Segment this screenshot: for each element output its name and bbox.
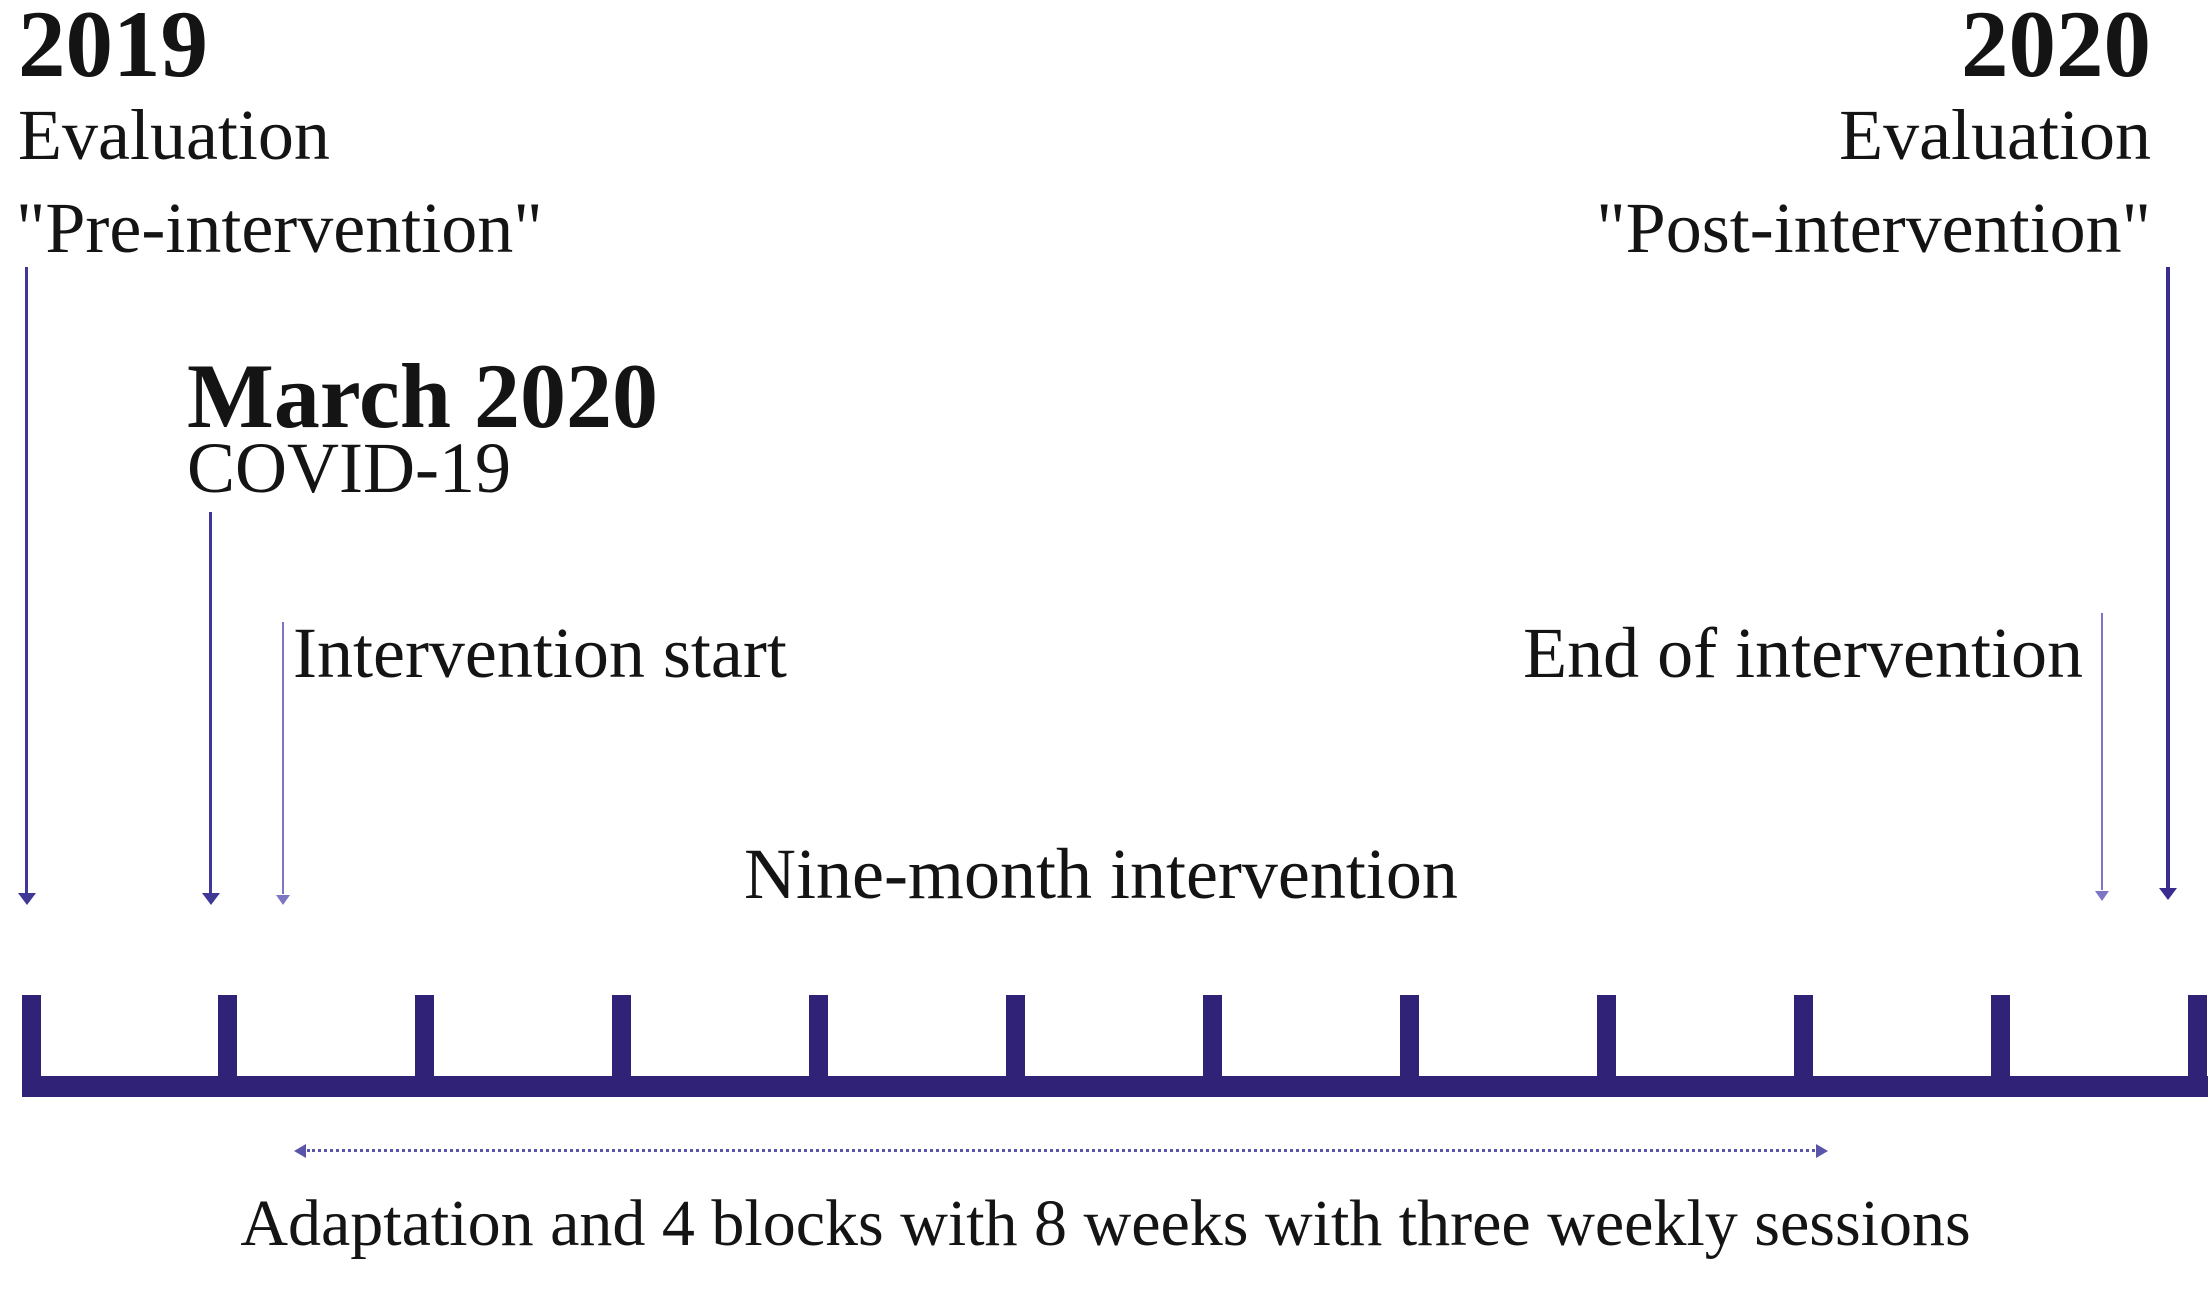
nine-month-intervention-label: Nine-month intervention: [744, 834, 1458, 914]
timeline-tick: [1006, 995, 1026, 1077]
covid-19-label: COVID-19: [187, 428, 511, 508]
pre-evaluation-label: Evaluation: [18, 95, 330, 175]
intervention-start-arrow: [282, 622, 284, 894]
intervention-start-label: Intervention start: [293, 613, 787, 693]
covid-arrow: [209, 512, 212, 894]
end-of-intervention-arrow: [2101, 613, 2103, 890]
post-evaluation-year: 2020: [1961, 0, 2151, 97]
end-of-intervention-label: End of intervention: [1523, 613, 2083, 693]
timeline-tick: [1597, 995, 1617, 1077]
pre-evaluation-arrow: [25, 267, 28, 894]
timeline-tick: [1203, 995, 1223, 1077]
timeline-tick: [21, 995, 41, 1077]
pre-intervention-label: "Pre-intervention": [16, 188, 543, 268]
timeline-tick: [2187, 995, 2207, 1077]
timeline-tick: [415, 995, 435, 1077]
post-evaluation-arrow: [2166, 267, 2170, 889]
timeline-tick: [612, 995, 632, 1077]
timeline-tick: [1794, 995, 1814, 1077]
pre-evaluation-year: 2019: [18, 0, 208, 97]
timeline-tick: [809, 995, 829, 1077]
timeline-tick: [1400, 995, 1420, 1077]
timeline-tick: [218, 995, 238, 1077]
post-intervention-label: "Post-intervention": [1596, 188, 2151, 268]
march-2020-label: March 2020: [187, 345, 659, 447]
post-evaluation-label: Evaluation: [1839, 95, 2151, 175]
timeline-tick: [1991, 995, 2010, 1077]
adaptation-caption: Adaptation and 4 blocks with 8 weeks wit…: [240, 1187, 1971, 1260]
timeline-bar: [22, 1076, 2208, 1097]
intervention-period-arrow: [294, 1144, 1828, 1158]
